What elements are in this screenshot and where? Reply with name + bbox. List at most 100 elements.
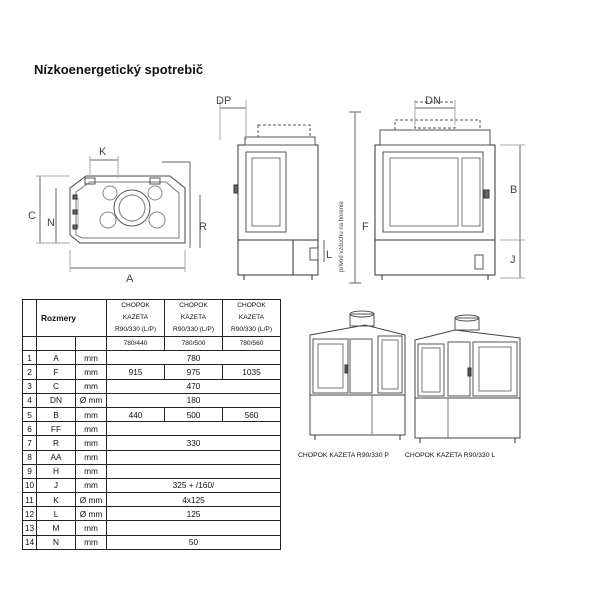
column-header: CHOPOK KAZETA R90/330 (L/P): [164, 299, 223, 337]
column-header-line: R90/330 (L/P): [172, 326, 215, 333]
dimension-value: [106, 421, 281, 437]
dimension-code: M: [36, 520, 76, 536]
row-number: 7: [22, 435, 37, 451]
dimension-code: L: [36, 506, 76, 522]
dimension-unit: mm: [75, 421, 107, 437]
dimension-unit: mm: [75, 520, 107, 536]
fireplace-right-illustration: [309, 310, 406, 440]
row-number: 1: [22, 350, 37, 366]
row-number: 12: [22, 506, 37, 522]
row-number: 9: [22, 463, 37, 479]
dimension-value: 4x125: [106, 492, 281, 508]
dimension-code: K: [36, 492, 76, 508]
dim-label-b: B: [510, 184, 517, 196]
dimension-code: FF: [36, 421, 76, 437]
caption-left-version: CHOPOK KAZETA R90/330 L: [405, 452, 496, 459]
dimension-code: N: [36, 534, 76, 550]
header-label: Rozmery: [36, 299, 107, 337]
dimension-unit: mm: [75, 449, 107, 465]
dimension-unit: Ø mm: [75, 392, 107, 408]
row-number: 8: [22, 449, 37, 465]
dimension-value: 560: [222, 406, 281, 423]
dimension-code: F: [36, 364, 76, 380]
dim-label-n: N: [47, 217, 55, 229]
subheader-empty: [36, 335, 76, 352]
dim-label-k: K: [99, 146, 107, 158]
dimension-value: 440: [106, 406, 165, 423]
dim-label-a: A: [126, 273, 134, 285]
side-view: [219, 100, 325, 280]
dim-label-dn: DN: [425, 95, 441, 107]
row-number: 10: [22, 477, 37, 494]
row-number: 14: [22, 534, 37, 550]
fireplace-left-illustration: [414, 314, 521, 443]
dimension-value: [106, 520, 281, 536]
subheader-empty: [22, 335, 37, 352]
dimension-value: 915: [106, 364, 165, 380]
row-number: 11: [22, 492, 37, 508]
dimension-code: C: [36, 378, 76, 394]
dimension-unit: mm: [75, 350, 107, 366]
dimension-value: [106, 449, 281, 465]
technical-drawing: K C N A R DP L DN B J F prívod vzduchu n…: [28, 95, 525, 285]
row-number: 4: [22, 392, 37, 408]
air-supply-label: prívod vzduchu na horenie: [339, 201, 345, 272]
dimension-value: 325 + /160/: [106, 477, 281, 494]
dimension-code: A: [36, 350, 76, 366]
column-header-line: CHOPOK: [179, 302, 208, 309]
dimension-code: AA: [36, 449, 76, 465]
dimension-unit: mm: [75, 477, 107, 494]
column-header: CHOPOK KAZETA R90/330 (L/P): [222, 299, 281, 337]
column-header-line: R90/330 (L/P): [114, 326, 157, 333]
column-header-line: R90/330 (L/P): [230, 326, 273, 333]
caption-right-version: CHOPOK KAZETA R90/330 P: [298, 452, 389, 459]
column-size: 780/440: [106, 335, 165, 352]
dim-label-c: C: [28, 210, 36, 222]
dimension-value: 470: [106, 378, 281, 394]
dim-label-dp: DP: [216, 95, 231, 107]
dimension-value: 500: [164, 406, 223, 423]
dimension-value: 1035: [222, 364, 281, 380]
table-subheader-row: 780/440 780/500 780/560: [22, 335, 281, 352]
row-number: 6: [22, 421, 37, 437]
dimension-unit: mm: [75, 534, 107, 550]
dim-label-r: R: [199, 221, 207, 233]
row-number: 5: [22, 406, 37, 423]
dimension-value: 330: [106, 435, 281, 451]
row-number: 3: [22, 378, 37, 394]
dimension-value: 50: [106, 534, 281, 550]
dimension-code: H: [36, 463, 76, 479]
dim-label-f: F: [362, 221, 369, 233]
page-title: Nízkoenergetický spotrebič: [34, 62, 204, 77]
column-header-line: KAZETA: [238, 314, 265, 321]
dimension-code: J: [36, 477, 76, 494]
column-header-line: KAZETA: [122, 314, 149, 321]
dimension-value: 180: [106, 392, 281, 408]
dimension-unit: mm: [75, 463, 107, 479]
plan-view: [36, 156, 201, 272]
dimension-code: R: [36, 435, 76, 451]
dimension-code: DN: [36, 392, 76, 408]
column-header-line: CHOPOK: [237, 302, 266, 309]
dimension-unit: mm: [75, 435, 107, 451]
dim-label-j: J: [510, 254, 516, 266]
dimensions-table: Rozmery CHOPOK KAZETA R90/330 (L/P) CHOP…: [22, 299, 281, 550]
dimension-unit: Ø mm: [75, 492, 107, 508]
dimension-value: 125: [106, 506, 281, 522]
column-header-line: CHOPOK: [121, 302, 150, 309]
dimension-unit: mm: [75, 406, 107, 423]
front-view: [374, 100, 525, 280]
row-number: 13: [22, 520, 37, 536]
